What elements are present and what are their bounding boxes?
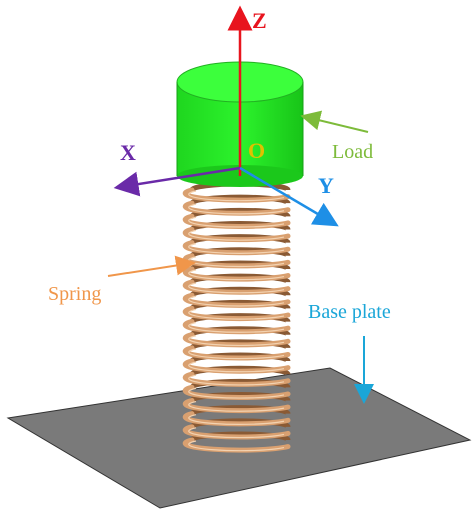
spring-coil-back [189, 352, 291, 363]
spring-coil-back [189, 313, 291, 323]
spring-coil-back [189, 194, 291, 205]
origin-label: O [248, 138, 265, 163]
spring-coil-highlight [188, 348, 285, 360]
spring-coil-back [189, 286, 291, 297]
spring-coil-highlight [188, 427, 285, 439]
spring-callout-arrow [107, 255, 196, 277]
spring-coil-back [189, 299, 291, 310]
spring-coil-back [189, 378, 291, 389]
z-axis-label: Z [252, 8, 267, 33]
spring-coil-back [189, 431, 291, 442]
spring-coil-highlight [188, 295, 285, 307]
spring-coil-back [189, 405, 291, 416]
spring-label: Spring [48, 283, 101, 305]
spring-coil-highlight [188, 374, 285, 386]
spring-coil-highlight [188, 400, 285, 412]
spring-coil-highlight [188, 243, 285, 254]
spring-coil-highlight [188, 335, 285, 347]
spring-coil-highlight [188, 414, 285, 425]
spring-coil-back [189, 207, 291, 218]
y-axis-label: Y [318, 173, 334, 198]
spring-coil-highlight [188, 216, 285, 228]
spring-coil-highlight [188, 308, 285, 320]
spring-coil-back [189, 392, 291, 402]
spring-coil-back [189, 326, 291, 337]
spring-coil-back [189, 247, 291, 258]
y-axis-arrow [239, 166, 339, 227]
spring-coil-highlight [188, 190, 285, 202]
spring-coil-back [189, 339, 291, 350]
spring-coil-highlight [188, 203, 285, 215]
spring-coil-back [189, 418, 291, 429]
spring-coil-highlight [188, 321, 285, 333]
x-axis-label: X [120, 140, 136, 165]
spring-coil-highlight [188, 387, 285, 399]
spring-coil-highlight [188, 282, 285, 294]
spring [182, 181, 291, 453]
spring-coil-highlight [188, 229, 285, 241]
spring-coil-highlight [188, 440, 285, 452]
x-axis-arrow [113, 166, 241, 197]
spring-coil-back [189, 273, 291, 284]
load-callout-arrow [300, 110, 369, 133]
spring-coil-highlight [188, 361, 285, 373]
spring-coil-back [189, 260, 291, 271]
spring-coil-back [189, 234, 291, 244]
base-plate-label: Base plate [308, 301, 391, 323]
spring-coil-back [189, 220, 291, 231]
load-label: Load [332, 141, 373, 163]
spring-coil-back [189, 365, 291, 376]
